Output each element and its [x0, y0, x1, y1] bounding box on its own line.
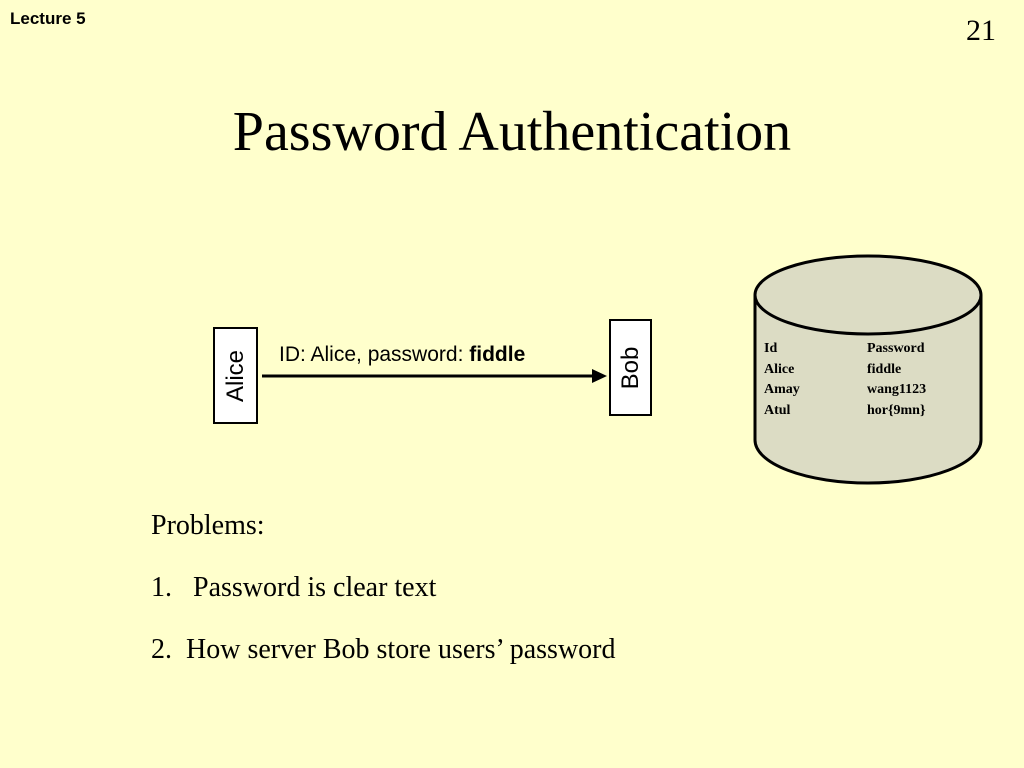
- alice-label: Alice: [221, 349, 249, 402]
- cylinder-top: [753, 254, 983, 336]
- bob-label: Bob: [616, 346, 644, 389]
- password-table: Id Password Alice fiddle Amay wang1123 A…: [764, 339, 926, 421]
- table-row: Amay wang1123: [764, 380, 926, 401]
- alice-box: Alice: [213, 327, 258, 424]
- problem-item-1: 1. Password is clear text: [151, 572, 437, 603]
- problems-heading: Problems:: [151, 510, 265, 541]
- lecture-label: Lecture 5: [10, 9, 86, 28]
- page-number: 21: [966, 14, 996, 47]
- table-row: Atul hor{9mn}: [764, 401, 926, 422]
- message-password: fiddle: [469, 343, 526, 366]
- slide-title: Password Authentication: [232, 101, 792, 163]
- table-cell-id: Amay: [764, 382, 800, 397]
- table-header-row: Id Password: [764, 339, 926, 360]
- message-prefix: ID: Alice, password:: [279, 343, 470, 366]
- column-header: Password: [867, 341, 925, 356]
- problem-item-2: 2. How server Bob store users’ password: [151, 634, 616, 665]
- table-cell-id: Alice: [764, 361, 795, 377]
- table-row: Alice fiddle: [764, 360, 926, 381]
- problems-list: Problems: 1. Password is clear text 2. H…: [151, 508, 616, 694]
- table-cell-password: hor{9mn}: [867, 402, 926, 418]
- table-cell-password: fiddle: [867, 361, 902, 377]
- table-cell-password: wang1123: [867, 382, 927, 397]
- bob-box: Bob: [609, 319, 652, 416]
- cylinder-body: [753, 295, 983, 485]
- table-cell-id: Atul: [764, 402, 791, 418]
- database-cylinder: [753, 254, 983, 485]
- message-arrow: [262, 369, 607, 383]
- arrow-head: [592, 369, 607, 383]
- column-header: Id: [764, 341, 778, 356]
- message-label: ID: Alice, password: fiddle: [279, 343, 525, 367]
